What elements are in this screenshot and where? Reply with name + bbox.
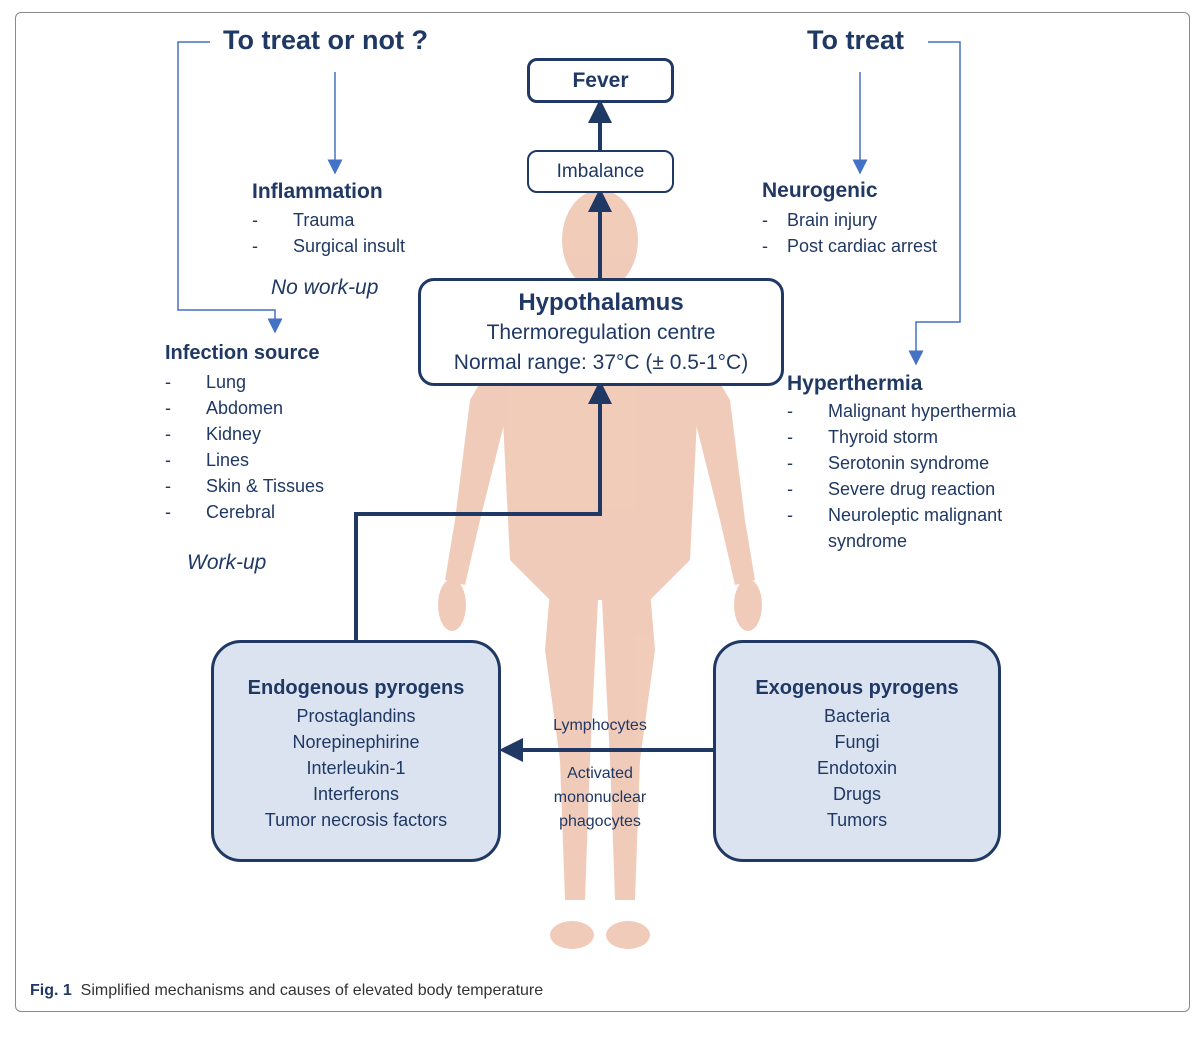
caption-text: Simplified mechanisms and causes of elev… xyxy=(80,982,544,999)
list-item: -Trauma xyxy=(252,210,355,230)
fever-label: Fever xyxy=(572,68,629,92)
infection-source-list: -Lung -Abdomen -Kidney -Lines -Skin & Ti… xyxy=(165,369,324,525)
heading-to-treat: To treat xyxy=(807,25,905,55)
phagocytes-label: phagocytes xyxy=(559,813,641,830)
list-item: -Post cardiac arrest xyxy=(762,236,938,256)
no-workup-note: No work-up xyxy=(271,276,379,299)
exogenous-title: Exogenous pyrogens xyxy=(755,677,959,699)
figure-frame xyxy=(15,12,1190,1012)
figure-caption: Fig. 1 Simplified mechanisms and causes … xyxy=(30,982,543,1000)
list-item: Norepinephirine xyxy=(292,732,420,752)
mononuclear-label: mononuclear xyxy=(553,789,647,806)
fever-box: Fever xyxy=(527,58,674,103)
list-item: -Severe drug reaction xyxy=(787,479,996,499)
list-item: -Cerebral xyxy=(165,502,276,522)
lymphocytes-label: Lymphocytes xyxy=(553,717,647,734)
neurogenic-list: -Brain injury -Post cardiac arrest xyxy=(762,207,937,259)
hypothalamus-line1: Thermoregulation centre xyxy=(486,320,716,344)
hypothalamus-title: Hypothalamus xyxy=(518,288,684,316)
activated-label: Activated xyxy=(567,765,633,782)
imbalance-label: Imbalance xyxy=(556,160,645,182)
list-item: -Lung xyxy=(165,372,247,392)
neurogenic-title: Neurogenic xyxy=(762,179,878,202)
list-item: -Brain injury xyxy=(762,210,878,230)
list-item: Prostaglandins xyxy=(296,706,416,726)
workup-note: Work-up xyxy=(187,551,267,574)
exogenous-pyrogens-box: Exogenous pyrogens Bacteria Fungi Endoto… xyxy=(713,640,1001,862)
list-item: Bacteria xyxy=(823,706,891,726)
hyperthermia-title: Hyperthermia xyxy=(787,372,923,395)
inflammation-list: -Trauma -Surgical insult xyxy=(252,207,405,259)
hyperthermia-list: -Malignant hyperthermia -Thyroid storm -… xyxy=(787,398,1016,554)
list-item: Interleukin-1 xyxy=(306,758,406,778)
list-item: Interferons xyxy=(312,784,400,804)
list-item: -Kidney xyxy=(165,424,262,444)
list-item: Drugs xyxy=(832,784,881,804)
endogenous-pyrogens-box: Endogenous pyrogens Prostaglandins Norep… xyxy=(211,640,501,862)
list-item: -Malignant hyperthermia xyxy=(787,401,1017,421)
list-item: Tumors xyxy=(826,810,888,830)
list-item: -Thyroid storm xyxy=(787,427,939,447)
list-item: -Lines xyxy=(165,450,250,470)
list-item: -Abdomen xyxy=(165,398,284,418)
caption-label: Fig. 1 xyxy=(30,982,72,999)
infection-source-title: Infection source xyxy=(165,342,320,364)
hypothalamus-line2: Normal range: 37°C (± 0.5-1°C) xyxy=(453,350,749,374)
list-item: -Serotonin syndrome xyxy=(787,453,990,473)
list-item: -Surgical insult xyxy=(252,236,406,256)
list-item: Fungi xyxy=(834,732,880,752)
imbalance-box: Imbalance xyxy=(527,150,674,193)
hypothalamus-box: Hypothalamus Thermoregulation centre Nor… xyxy=(418,278,784,386)
list-item: Endotoxin xyxy=(816,758,898,778)
endogenous-title: Endogenous pyrogens xyxy=(247,677,465,699)
heading-to-treat-or-not: To treat or not ? xyxy=(223,25,428,55)
list-item: syndrome xyxy=(828,531,908,551)
list-item: -Neuroleptic malignant xyxy=(787,505,1003,525)
inflammation-title: Inflammation xyxy=(252,180,383,203)
list-item: -Skin & Tissues xyxy=(165,476,325,496)
list-item: Tumor necrosis factors xyxy=(264,810,448,830)
